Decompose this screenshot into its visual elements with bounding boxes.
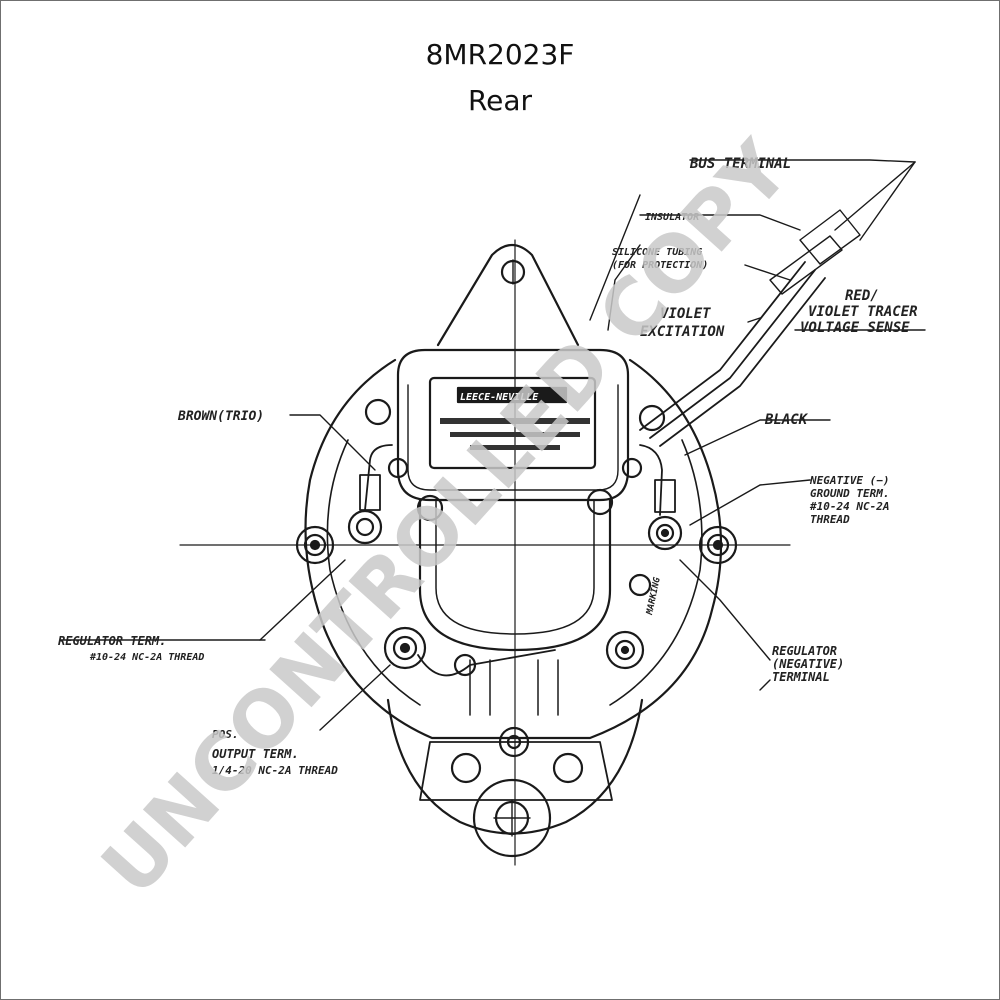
regulator-term-label: REGULATOR TERM. [58, 634, 166, 648]
negative-label: NEGATIVE (−) [809, 474, 889, 487]
regulator-label: REGULATOR [772, 644, 837, 658]
bus-terminal-label: BUS TERMINAL [689, 156, 791, 172]
top-mounting-ear [436, 243, 580, 347]
foot-bolt-center [498, 726, 530, 758]
regulator-cover-lip [407, 384, 619, 491]
output-thread-label: 1/4-20 NC-2A THREAD [212, 764, 338, 777]
brown-trio-label: BROWN(TRIO) [177, 409, 264, 424]
insulator-label: INSULATOR [645, 212, 699, 223]
lead-wires [364, 209, 861, 677]
diode-symbols [359, 474, 676, 513]
red-violet-label: RED/ [845, 288, 879, 304]
brand-plate-text: LEECE-NEVILLE [460, 392, 539, 403]
center-lines [179, 239, 791, 866]
terminal-bolts [295, 398, 738, 677]
ground-thread-spec-label: #10-24 NC-2A [809, 500, 889, 513]
negative-paren-label: (NEGATIVE) [772, 657, 844, 671]
terminal-label: TERMINAL [772, 670, 830, 684]
ground-term-label: GROUND TERM. [810, 487, 889, 500]
view-subtitle: Rear [467, 84, 533, 117]
silicone-tubing-sub-label: (FOR PROTECTION) [612, 260, 708, 271]
rectifier-frame [418, 498, 612, 652]
violet-label: VIOLET [660, 306, 711, 322]
regulator-cover [396, 348, 630, 502]
uncontrolled-copy-watermark: UNCONTROLLED COPY [85, 124, 808, 913]
foot-bolt-left [450, 752, 482, 784]
marking-label: MARKING [645, 576, 663, 617]
name-plate [428, 376, 597, 470]
voltage-sense-label: VOLTAGE SENSE [800, 320, 910, 336]
silicone-tubing-label: SILICONE TUBING [612, 247, 702, 258]
foot-bolt-right [552, 752, 584, 784]
ground-thread-label: THREAD [810, 513, 850, 526]
pos-label: POS. [212, 728, 239, 741]
violet-tracer-label: VIOLET TRACER [808, 304, 918, 320]
leader-lines [59, 159, 926, 731]
bottom-mount-boss [472, 778, 552, 858]
excitation-label: EXCITATION [640, 324, 725, 340]
housing-inner-ring [326, 439, 421, 706]
output-term-label: OUTPUT TERM. [212, 747, 299, 761]
black-label: BLACK [764, 412, 809, 428]
regulator-thread-label: #10-24 NC-2A THREAD [89, 652, 204, 663]
labels: BUS TERMINAL INSULATOR SILICONE TUBING (… [58, 156, 918, 777]
part-number-title: 8MR2023F [425, 38, 575, 71]
